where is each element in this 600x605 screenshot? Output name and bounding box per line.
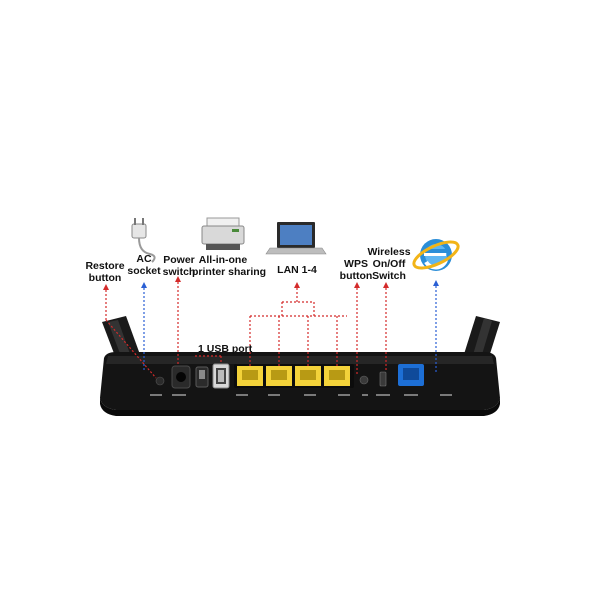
lan-pointer [249, 282, 347, 366]
restore-pointer [103, 284, 157, 379]
silkscreen-marks [150, 394, 452, 396]
usb-port-label: 1 USB port [198, 343, 253, 355]
power-pointer [175, 276, 181, 366]
lan-label: LAN 1-4 [277, 264, 317, 276]
wireless-pointer [383, 282, 389, 372]
wan-port [398, 364, 424, 386]
restore-button-hole [155, 376, 165, 386]
printer-icon [201, 217, 245, 250]
ac-pointer [141, 282, 147, 372]
lan-port-1 [237, 366, 263, 386]
lan-port-4 [324, 366, 350, 386]
power-plug-icon [131, 218, 156, 263]
wps-pointer [354, 282, 360, 376]
lan-port-2 [266, 366, 292, 386]
power-switch [195, 366, 209, 388]
usb-port [212, 363, 230, 389]
wireless-switch [379, 371, 387, 387]
usb-pointer [195, 355, 222, 364]
internet-explorer-icon [412, 239, 460, 271]
ac-socket [171, 365, 191, 389]
wps-button [359, 375, 369, 385]
laptop-icon [265, 222, 327, 255]
wan-pointer [433, 280, 439, 372]
lan-ports [234, 364, 354, 388]
lan-port-3 [295, 366, 321, 386]
